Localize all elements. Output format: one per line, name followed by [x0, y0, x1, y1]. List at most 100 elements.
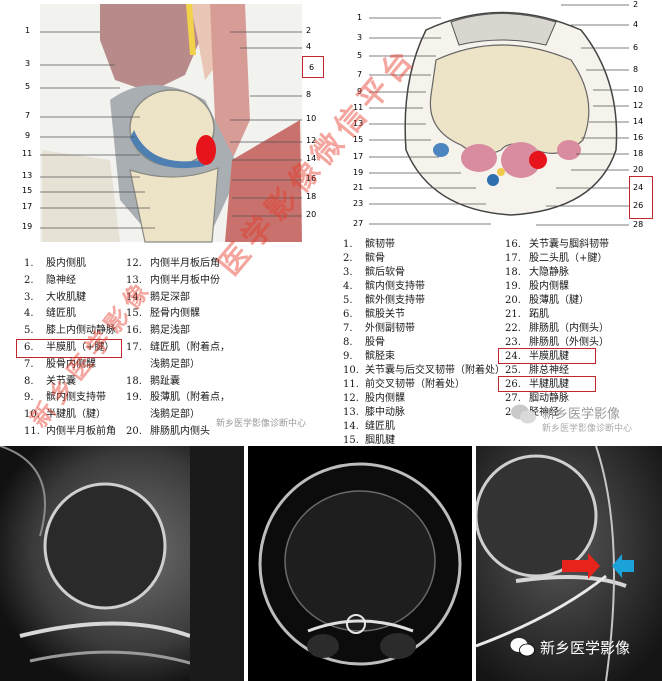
sag-label-17: 17: [22, 202, 33, 211]
legend-row: 9.髌胫束: [343, 351, 395, 362]
legend-row: 18.大隐静脉: [505, 267, 569, 278]
legend-row: 26.半腱肌腱: [505, 379, 569, 390]
ax-label-4: 4: [633, 20, 639, 29]
legend-row: 7.股骨内侧髁: [24, 358, 96, 370]
credit-small-left: 新乡医学影像诊断中心: [216, 419, 307, 429]
legend-row: 21.跖肌: [505, 309, 549, 320]
ax-label-19: 19: [353, 168, 364, 177]
sag-label-2: 2: [306, 26, 312, 35]
femur: [429, 44, 590, 155]
leader-lines-right: [230, 31, 302, 217]
sag-box-6: [302, 56, 324, 78]
sag-label-9: 9: [25, 131, 31, 140]
legend-row: 11.内侧半月板前角: [24, 425, 116, 437]
sag-label-8: 8: [306, 90, 312, 99]
sag-label-4: 4: [306, 42, 312, 51]
ax-label-13: 13: [353, 119, 364, 128]
sag-label-19: 19: [22, 222, 33, 231]
sag-label-3: 3: [25, 59, 31, 68]
axial-leader-lines-right: [536, 4, 629, 226]
mri-sag-meniscus: [19, 621, 191, 638]
muscle-sartorius-axial: [557, 140, 581, 160]
mri-sag2-meniscus: [515, 575, 627, 588]
sag-label-14: 14: [306, 154, 317, 163]
legend-row: 1.股内侧肌: [24, 258, 86, 269]
mri-sagittal-2-image: [476, 446, 662, 681]
lateral-vessel: [433, 143, 449, 157]
ax-label-20: 20: [633, 165, 644, 174]
tibial-nerve: [497, 168, 505, 176]
muscle-sartorius: [210, 4, 250, 160]
mri-sagittal-2: [476, 446, 662, 681]
wechat-icon: [511, 404, 536, 424]
mri-sag-muscle-line: [0, 446, 46, 537]
ax-label-27: 27: [353, 219, 364, 228]
legend-row: 8.关节囊: [24, 375, 76, 387]
ax-label-12: 12: [633, 101, 644, 110]
ax-label-14: 14: [633, 117, 644, 126]
legend-row: 27.腘动静脉: [505, 393, 569, 404]
sag-label-11: 11: [22, 149, 33, 158]
legend-row: 4.缝匠肌: [24, 308, 76, 320]
meniscus: [130, 130, 205, 169]
legend-row: 23.腓肠肌（外侧头）: [505, 337, 609, 348]
legend-row: 20.腓肠肌内侧头: [126, 425, 210, 437]
legend-row: 1.髌韧带: [343, 239, 395, 250]
legend-row: 9.髌内侧支持带: [24, 392, 106, 404]
legend-row: 浅鹅足部）: [150, 358, 200, 370]
legend-row: 12.内侧半月板后角: [126, 258, 220, 269]
ax-label-11: 11: [353, 103, 364, 112]
legend-left-col1: 1.股内侧肌 2.隐神经 3.大收肌腱 4.缝匠肌 5.膝上内侧动静脉 6.半膜…: [24, 256, 116, 441]
mri-ax-gastroc-lat: [307, 634, 339, 658]
legend-row: 18.鹅趾囊: [126, 375, 180, 387]
mri-sag-condyle: [43, 482, 167, 610]
legend-row: 15.胫骨内侧髁: [126, 308, 200, 320]
ax-label-26: 26: [633, 201, 644, 210]
legend-row: 6.半膜肌（+腱）: [24, 341, 115, 353]
mri-sag2-condyle: [476, 454, 598, 578]
legend-row: 19.股内侧髁: [505, 281, 569, 292]
legend-row: 17.股二头肌（+腱）: [505, 253, 608, 264]
mri-ax-gastroc-med: [380, 633, 416, 659]
legend-row: 19.股薄肌（附着点，: [126, 392, 230, 404]
brand-bottom: 新乡医学影像: [540, 639, 631, 657]
mri-ax-femur: [284, 490, 436, 632]
mri-sag-posterior: [190, 446, 244, 681]
ax-label-23: 23: [353, 199, 364, 208]
wechat-icon-bottom: [510, 638, 535, 657]
ax-label-9: 9: [357, 87, 363, 96]
sag-label-20: 20: [306, 210, 317, 219]
legend-row: 11.前交叉韧带（附着处）: [343, 379, 465, 390]
legend-row: 4.髌内侧支持带: [343, 281, 425, 292]
legend-row: 2.髌骨: [343, 253, 385, 264]
legend-row: 13.膝中动脉: [343, 407, 405, 418]
ax-label-8: 8: [633, 65, 639, 74]
sag-label-18: 18: [306, 192, 317, 201]
sag-label-7: 7: [25, 111, 31, 120]
muscle-gastroc-lateral: [461, 144, 497, 172]
legend-right-box-26: [498, 376, 596, 392]
mri-axial-image: [258, 462, 462, 666]
semimembranosus-highlight: [196, 135, 216, 165]
ax-label-21: 21: [353, 183, 364, 192]
ax-label-15: 15: [353, 135, 364, 144]
sag-label-5: 5: [25, 82, 31, 91]
cyan-arrow-icon: [612, 554, 634, 578]
ax-label-24: 24: [633, 183, 644, 192]
tibia: [129, 167, 219, 243]
legend-row: 22.腓肠肌（内侧头）: [505, 323, 609, 334]
ax-label-5: 5: [357, 51, 363, 60]
saphenous-nerve: [186, 4, 196, 55]
sag-label-15: 15: [22, 186, 33, 195]
popliteal-vessel: [487, 174, 499, 186]
legend-row: 25.腓总神经: [505, 365, 569, 376]
muscle-vastus-medialis: [100, 4, 200, 92]
legend-row: 14.鹅足深部: [126, 291, 190, 303]
patella: [450, 13, 557, 46]
ax-label-10: 10: [633, 85, 644, 94]
legend-row: 2.隐神经: [24, 274, 76, 286]
ax-label-1: 1: [357, 13, 363, 22]
mri-sag2-posterior-line: [595, 446, 615, 681]
axial-diagram: 1 3 5 7 9 11 13 15 17 19 21 23 27 2 4 6 …: [331, 0, 662, 236]
legend-row: 10.关节囊与后交叉韧带（附着处）: [343, 365, 505, 376]
